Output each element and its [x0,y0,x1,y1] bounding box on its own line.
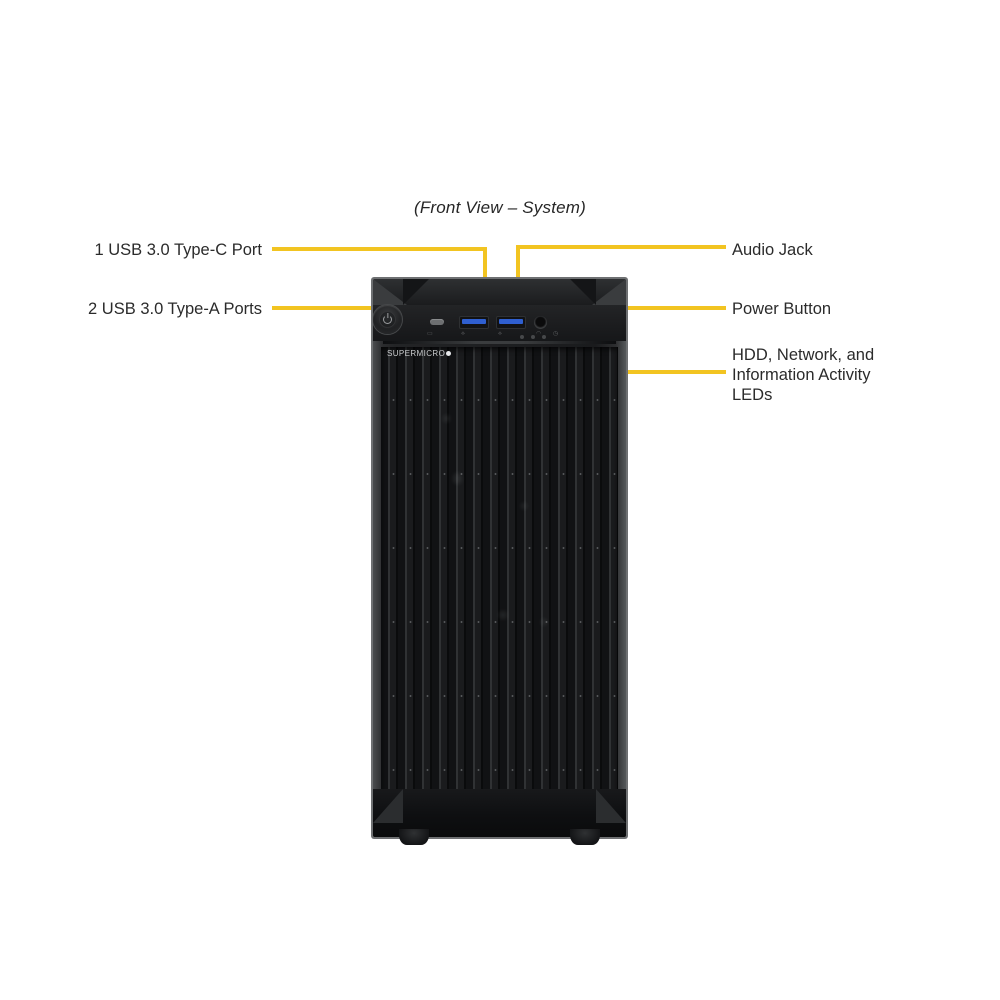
activity-led-glyph-icon: ◷ [553,331,558,337]
leader-line-usb-type-c-horizontal [272,247,487,251]
chassis-top-face [373,279,626,305]
page-title: (Front View – System) [413,198,587,217]
grille-highlight-1 [443,415,450,422]
activity-led-cluster [520,334,558,341]
grille-highlight-3 [521,503,527,509]
bevel-top-left [373,279,407,305]
leader-line-usb-type-c-vertical [483,247,487,304]
usb-type-a-port-1[interactable] [459,316,489,329]
usb-type-c-glyph-icon: ▭ [427,331,433,337]
bevel-bottom-right [596,789,626,823]
callout-label-activity-leds: HDD, Network, and Information Activity L… [732,346,875,404]
leader-line-audio-jack-horizontal [516,245,726,249]
power-button-inner-ring [379,311,396,328]
brand-logo-text: SUPERMICRO [387,347,446,359]
leader-line-power-button-horizontal [560,306,726,310]
leader-line-usb-type-a-horizontal [272,306,447,310]
usb-type-c-port[interactable] [430,319,444,325]
panel-seam-divider [383,341,616,344]
usb-type-a-glyph-icon-2: ⟡ [498,331,502,337]
leader-line-audio-jack-vertical [516,245,520,302]
chassis-body: ▭ ⟡ ⟡ ◠ ◷ [373,279,626,837]
audio-jack-port[interactable] [534,316,547,329]
grille-highlight-4 [499,611,507,619]
bevel-top-right [592,279,626,305]
chassis-foot-right [570,829,600,845]
callout-label-usb-type-a: 2 USB 3.0 Type-A Ports [88,300,262,318]
bevel-top-right-inner [570,279,596,305]
chassis-foot-left [399,829,429,845]
grille-dot-pattern [381,347,618,795]
hdd-activity-led [520,335,524,339]
power-symbol-icon [383,315,392,324]
bevel-top-left-inner [403,279,429,305]
information-activity-led [542,335,546,339]
ventilation-grille [381,347,618,795]
audio-jack-glyph-icon: ◠ [536,331,541,337]
grille-highlight-2 [453,473,462,484]
callout-label-audio-jack: Audio Jack [732,241,813,259]
usb-type-a-glyph-icon-1: ⟡ [461,331,465,337]
network-activity-led [531,335,535,339]
brand-logo: SUPERMICRO [387,347,452,359]
brand-logo-dot-icon [446,351,452,356]
usb-type-a-port-2[interactable] [496,316,526,329]
grille-highlight-5 [541,619,547,625]
power-button[interactable] [373,305,402,334]
callout-label-usb-type-c: 1 USB 3.0 Type-C Port [94,241,262,259]
bevel-bottom-left [373,789,403,823]
callout-label-power-button: Power Button [732,300,832,318]
front-io-panel: ▭ ⟡ ⟡ ◠ ◷ [373,305,626,341]
server-chassis-front-view: ▭ ⟡ ⟡ ◠ ◷ [371,277,628,845]
